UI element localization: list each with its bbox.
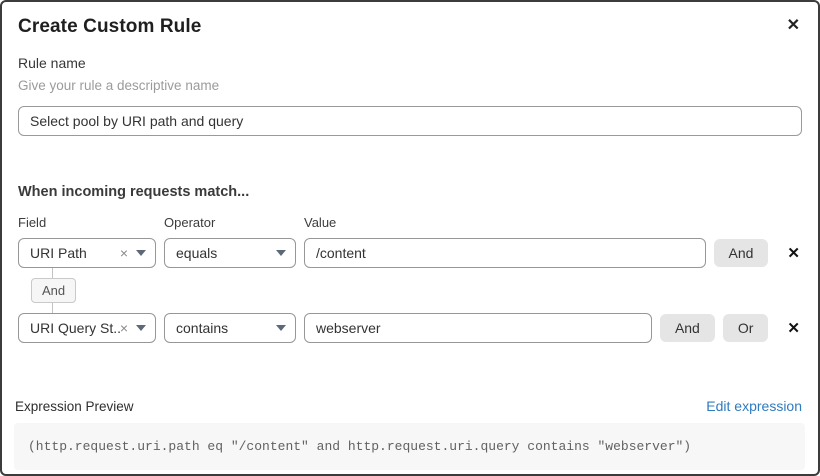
clear-field-icon[interactable]: × — [119, 320, 128, 336]
condition-connector: And — [18, 268, 802, 313]
close-icon[interactable]: ✕ — [786, 17, 800, 34]
matcher-heading: When incoming requests match... — [18, 184, 250, 200]
field-column-label: Field — [18, 215, 47, 230]
field-select-1[interactable]: URI Path × — [18, 238, 156, 268]
remove-condition-icon[interactable]: ✕ — [787, 245, 800, 262]
expression-header: Expression Preview Edit expression — [15, 398, 802, 414]
operator-select-2[interactable]: contains — [164, 313, 296, 343]
matcher-column-labels: Field Operator Value — [18, 215, 802, 230]
rule-name-label: Rule name — [18, 55, 86, 71]
expression-preview-label: Expression Preview — [15, 398, 134, 414]
field-select-2-value: URI Query St... — [30, 320, 120, 336]
clear-field-icon[interactable]: × — [119, 245, 128, 261]
chevron-down-icon — [136, 325, 146, 331]
chevron-down-icon — [276, 325, 286, 331]
field-select-1-value: URI Path — [30, 245, 87, 261]
and-button-row-2[interactable]: And — [659, 314, 715, 342]
operator-select-1[interactable]: equals — [164, 238, 296, 268]
condition-row-2: URI Query St... × contains And Or ✕ — [18, 313, 802, 343]
operator-column-label: Operator — [164, 215, 216, 230]
dialog-title: Create Custom Rule — [18, 16, 202, 37]
rule-name-helper: Give your rule a descriptive name — [18, 78, 220, 93]
chevron-down-icon — [276, 250, 286, 256]
operator-select-2-value: contains — [176, 320, 229, 336]
connector-and-badge: And — [31, 278, 77, 303]
expression-section: Expression Preview Edit expression (http… — [14, 398, 805, 470]
expression-code: (http.request.uri.path eq "/content" and… — [14, 423, 805, 470]
chevron-down-icon — [136, 250, 146, 256]
or-button-row-2[interactable]: Or — [722, 314, 769, 342]
operator-select-1-value: equals — [176, 245, 218, 261]
value-input-2[interactable] — [304, 313, 652, 343]
dialog-header: Create Custom Rule ✕ — [18, 16, 802, 38]
rule-name-section: Rule name Give your rule a descriptive n… — [18, 55, 802, 136]
field-select-2[interactable]: URI Query St... × — [18, 313, 156, 343]
rule-name-input[interactable] — [18, 106, 802, 136]
value-column-label: Value — [304, 215, 337, 230]
and-button-row-1[interactable]: And — [713, 239, 769, 267]
edit-expression-link[interactable]: Edit expression — [706, 398, 802, 414]
condition-row-1: URI Path × equals And ✕ — [18, 238, 802, 268]
value-input-1[interactable] — [304, 238, 706, 268]
remove-condition-icon[interactable]: ✕ — [787, 320, 800, 337]
